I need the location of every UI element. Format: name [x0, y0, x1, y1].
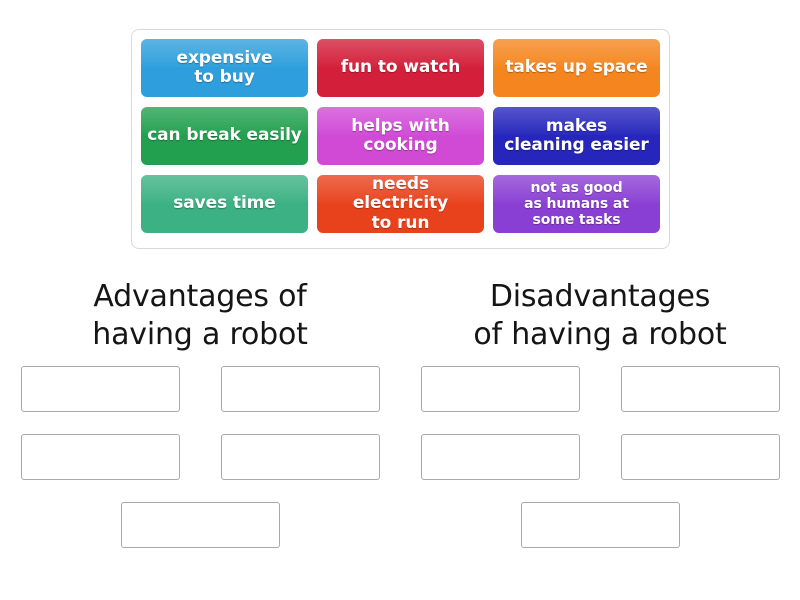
dropzone-cell: [600, 366, 800, 412]
tile-row: saves time needs electricity to run not …: [141, 175, 660, 233]
dropzone-slot[interactable]: [120, 502, 280, 548]
draggable-tile[interactable]: saves time: [141, 175, 308, 233]
draggable-tile[interactable]: takes up space: [493, 39, 660, 97]
tile-label: needs electricity to run: [352, 175, 449, 233]
category-column-advantages: Advantages of having a robot: [0, 278, 400, 354]
dropzone-cell: [400, 434, 600, 480]
draggable-tile[interactable]: needs electricity to run: [317, 175, 484, 233]
tile-label: not as good as humans at some tasks: [524, 179, 629, 229]
draggable-tile[interactable]: can break easily: [141, 107, 308, 165]
tile-row: can break easily helps with cooking make…: [141, 107, 660, 165]
dropzone-slot[interactable]: [620, 366, 780, 412]
dropzone-cell: [600, 434, 800, 480]
dropzone-cell: [400, 366, 600, 412]
draggable-tile[interactable]: helps with cooking: [317, 107, 484, 165]
dropzone-cell: [0, 366, 200, 412]
dropzone-row: [0, 434, 800, 480]
dropzone-slot[interactable]: [420, 434, 580, 480]
tile-label: saves time: [173, 193, 276, 214]
dropzone-cell: [0, 434, 200, 480]
dropzone-cell: [0, 502, 400, 548]
dropzone-cell: [200, 434, 400, 480]
category-column-disadvantages: Disadvantages of having a robot: [400, 278, 800, 354]
dropzone-grid: [0, 366, 800, 570]
tile-label: helps with cooking: [351, 115, 450, 155]
word-bank-tray: expensive to buy fun to watch takes up s…: [131, 29, 670, 249]
tile-label: takes up space: [505, 57, 648, 78]
category-headings: Advantages of having a robot Disadvantag…: [0, 278, 800, 354]
dropzone-slot[interactable]: [20, 366, 180, 412]
dropzone-slot[interactable]: [20, 434, 180, 480]
draggable-tile[interactable]: not as good as humans at some tasks: [493, 175, 660, 233]
dropzone-row: [0, 366, 800, 412]
dropzone-cell: [400, 502, 800, 548]
dropzone-row: [0, 502, 800, 548]
draggable-tile[interactable]: expensive to buy: [141, 39, 308, 97]
tile-label: expensive to buy: [176, 47, 273, 87]
category-title: Disadvantages of having a robot: [473, 279, 727, 353]
tile-label: can break easily: [147, 125, 302, 146]
dropzone-slot[interactable]: [420, 366, 580, 412]
dropzone-cell: [200, 366, 400, 412]
dropzone-slot[interactable]: [520, 502, 680, 548]
dropzone-slot[interactable]: [220, 434, 380, 480]
tile-label: makes cleaning easier: [504, 115, 649, 155]
category-title: Advantages of having a robot: [92, 279, 308, 353]
dropzone-slot[interactable]: [220, 366, 380, 412]
draggable-tile[interactable]: fun to watch: [317, 39, 484, 97]
tile-label: fun to watch: [340, 57, 461, 78]
dropzone-slot[interactable]: [620, 434, 780, 480]
tile-row: expensive to buy fun to watch takes up s…: [141, 39, 660, 97]
draggable-tile[interactable]: makes cleaning easier: [493, 107, 660, 165]
